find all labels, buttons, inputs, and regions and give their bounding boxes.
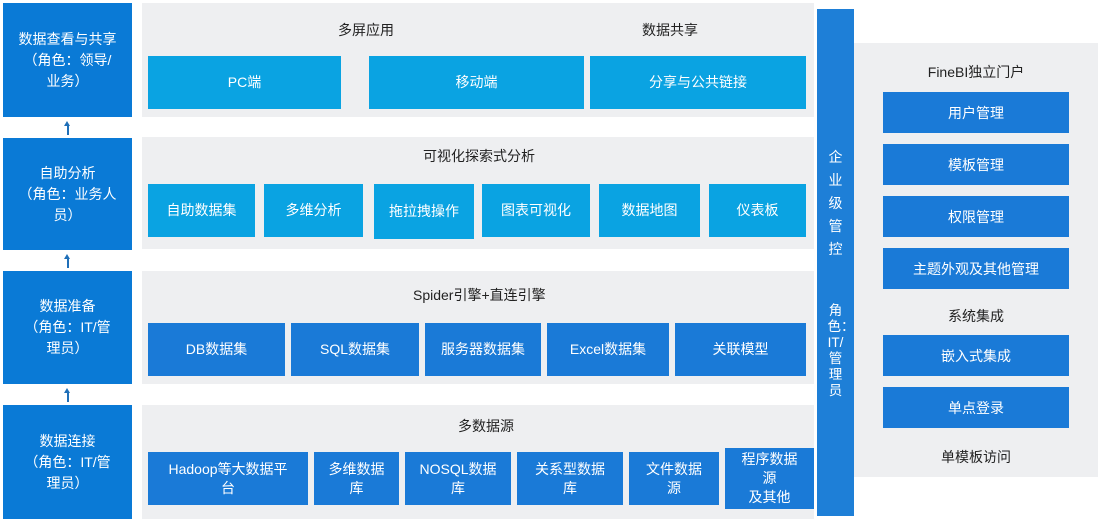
chip-label: 拖拉拽操作: [389, 203, 459, 219]
chip-server-dataset: 服务器数据集: [425, 323, 541, 376]
role-self-analysis: 自助分析 （角色：业务人 员）: [3, 138, 132, 250]
chip-share-link-label: 分享与公共链接: [649, 74, 747, 90]
chip-chart-visual: 图表可视化: [482, 184, 590, 237]
chip-self-dataset: 自助数据集: [148, 184, 255, 237]
layer-multiscreen-title: 多屏应用: [338, 22, 394, 38]
role-view-share: 数据查看与共享 （角色：领导/ 业务）: [3, 3, 132, 117]
chip-label: DB数据集: [185, 341, 248, 357]
chip-label: 文件数据 源: [646, 460, 702, 496]
control-band-arrow: [817, 9, 855, 517]
single-sign-on-button[interactable]: 单点登录: [883, 387, 1069, 428]
layer-engine-title: Spider引擎+直连引擎: [413, 287, 546, 303]
embedded-integration-button[interactable]: 嵌入式集成: [883, 335, 1069, 376]
chip-data-map: 数据地图: [599, 184, 700, 237]
chip-share-link: 分享与公共链接: [590, 56, 806, 109]
control-title: 企业级管控: [828, 149, 843, 257]
chip-label: 数据地图: [621, 202, 678, 218]
chip-label: 关系型数据 库: [535, 460, 605, 496]
chip-relation-model: 关联模型: [675, 323, 806, 376]
layer-sources-title: 多数据源: [458, 418, 514, 434]
permission-management-button[interactable]: 权限管理: [883, 196, 1069, 237]
layer-visual-analysis: 可视化探索式分析 自助数据集 多维分析 拖拉拽操作 图表可视化 数据地图 仪表板: [142, 137, 814, 249]
chip-label: 图表可视化: [501, 202, 571, 218]
user-management-button[interactable]: 用户管理: [883, 92, 1069, 133]
chip-pc-label: PC端: [227, 74, 262, 90]
enterprise-control-band: 企业级管控 角色：IT/管理员: [817, 9, 855, 516]
chip-label: 仪表板: [736, 202, 779, 218]
role-view-share-label: 数据查看与共享 （角色：领导/ 业务）: [18, 30, 117, 89]
single-template-access-label: 单模板访问: [941, 449, 1011, 465]
chip-label: Excel数据集: [569, 341, 647, 357]
chip-relational-db: 关系型数据 库: [517, 452, 623, 505]
chip-label: 服务器数据集: [441, 341, 525, 357]
chip-label: 关联模型: [712, 341, 769, 357]
chip-hadoop: Hadoop等大数据平 台: [148, 452, 308, 505]
chip-mobile-label: 移动端: [455, 74, 498, 90]
chip-drag-drop: 拖拉拽操作: [374, 184, 474, 239]
chip-label: 自助数据集: [166, 202, 237, 218]
chip-label: 程序数据 源 及其他: [741, 451, 798, 505]
portal-title: FineBI独立门户: [927, 64, 1025, 80]
finebi-portal-panel: FineBI独立门户 用户管理 模板管理 权限管理 主题外观及其他管理 系统集成…: [854, 43, 1098, 477]
theme-management-button[interactable]: 主题外观及其他管理: [883, 248, 1069, 289]
layer-sharing-title: 数据共享: [642, 22, 698, 38]
integration-title: 系统集成: [948, 308, 1004, 324]
chip-pc: PC端: [148, 56, 341, 109]
arrow-up-icon: [64, 121, 71, 135]
role-data-connect: 数据连接 （角色：IT/管 理员）: [3, 405, 132, 519]
arrow-up-icon: [64, 254, 71, 268]
role-data-connect-label: 数据连接 （角色：IT/管 理员）: [24, 432, 111, 491]
chip-file-source: 文件数据 源: [629, 452, 719, 505]
chip-dashboard: 仪表板: [709, 184, 806, 237]
role-data-prep-label: 数据准备 （角色：IT/管 理员）: [24, 298, 111, 356]
role-data-prep: 数据准备 （角色：IT/管 理员）: [3, 271, 132, 384]
chip-sql-dataset: SQL数据集: [291, 323, 419, 376]
chip-mobile: 移动端: [369, 56, 584, 109]
layer-visual-title: 可视化探索式分析: [423, 148, 535, 164]
layer-data-sources: 多数据源 Hadoop等大数据平 台 多维数据 库 NOSQL数据 库 关系型数…: [142, 405, 814, 519]
chip-label: 多维数据 库: [328, 460, 385, 496]
chip-label: 多维分析: [285, 202, 342, 218]
role-self-analysis-label: 自助分析 （角色：业务人 员）: [18, 164, 117, 223]
chip-olap-db: 多维数据 库: [314, 452, 399, 505]
arrow-up-icon: [64, 388, 71, 402]
layer-engine: Spider引擎+直连引擎 DB数据集 SQL数据集 服务器数据集 Excel数…: [142, 271, 814, 384]
chip-db-dataset: DB数据集: [148, 323, 285, 376]
chip-multidim: 多维分析: [264, 184, 363, 237]
chip-label: SQL数据集: [319, 341, 390, 357]
chip-excel-dataset: Excel数据集: [547, 323, 669, 376]
chip-label: Hadoop等大数据平 台: [168, 460, 288, 496]
layer-multiscreen: 多屏应用 数据共享 PC端 移动端 分享与公共链接: [142, 3, 814, 117]
chip-label: NOSQL数据 库: [419, 460, 497, 496]
template-management-button[interactable]: 模板管理: [883, 144, 1069, 185]
chip-program-source: 程序数据 源 及其他: [725, 448, 814, 509]
chip-nosql-db: NOSQL数据 库: [405, 452, 511, 505]
